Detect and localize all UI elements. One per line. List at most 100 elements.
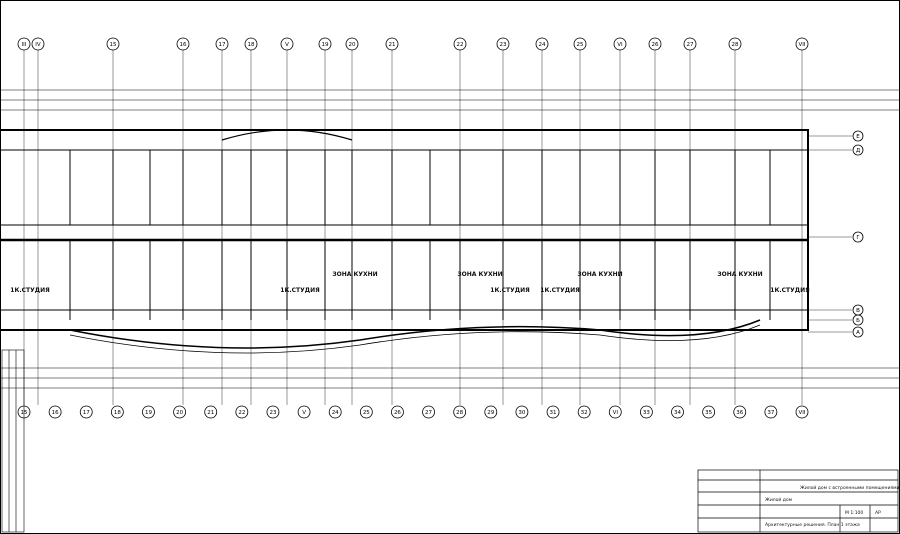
- axis-bubble: [683, 37, 697, 51]
- axis-bubble: [31, 37, 45, 51]
- top-dimensions: [0, 89, 900, 111]
- axis-label: 28: [456, 410, 463, 416]
- axis-label: VI: [613, 410, 619, 416]
- axis-label: 19: [145, 410, 152, 416]
- axis-bubble: [453, 37, 467, 51]
- axis-label: 25: [577, 42, 584, 48]
- axis-label: VI: [617, 42, 623, 48]
- axis-bubble: [671, 405, 684, 419]
- room-label: 1К.СТУДИЯ: [770, 287, 810, 294]
- axis-label: 22: [457, 42, 464, 48]
- axis-label: 27: [425, 410, 432, 416]
- axis-bubble: [79, 405, 93, 419]
- building-walls: [0, 129, 809, 331]
- room-label: ЗОНА КУХНИ: [577, 271, 622, 278]
- axis-grid-lines: [23, 50, 803, 405]
- row-label: Г: [856, 235, 860, 241]
- axis-bubble: [173, 405, 187, 419]
- axis-label: 24: [539, 42, 546, 48]
- axis-bubble: [48, 405, 62, 419]
- axis-label: 25: [363, 410, 370, 416]
- axis-label: 27: [687, 42, 694, 48]
- axis-label: 33: [643, 410, 650, 416]
- axis-label: 17: [83, 410, 90, 416]
- bottom-dimensions: [0, 367, 900, 389]
- title-line2: Жилой дом: [765, 496, 792, 503]
- room-label: ЗОНА КУХНИ: [717, 271, 762, 278]
- room-label: 1К.СТУДИЯ: [540, 287, 580, 294]
- axis-bubble: [385, 37, 399, 51]
- axis-bubble: [106, 37, 120, 51]
- axis-bubble: [648, 37, 662, 51]
- axis-label: 26: [394, 410, 401, 416]
- axis-label: 20: [176, 410, 183, 416]
- axis-bubble: [573, 37, 587, 51]
- axis-label: 18: [114, 410, 121, 416]
- axis-bubble: [359, 405, 373, 419]
- axis-label: VII: [798, 42, 805, 48]
- axis-label: 34: [674, 410, 681, 416]
- axis-bubble: [608, 405, 622, 419]
- axis-label: 35: [705, 410, 712, 416]
- row-bubble: [852, 326, 864, 338]
- axis-bubble: [795, 405, 809, 419]
- room-label: 1К.СТУДИЯ: [280, 287, 320, 294]
- axis-label: 16: [180, 42, 187, 48]
- axis-bubble: [318, 37, 332, 51]
- axis-label: 22: [238, 410, 245, 416]
- row-bubble: [852, 231, 864, 243]
- axis-bubble: [345, 37, 359, 51]
- axis-bubble: [297, 405, 311, 419]
- left-stamp: [1, 349, 25, 533]
- room-label: 1К.СТУДИЯ: [10, 287, 50, 294]
- axis-label: 31: [550, 410, 557, 416]
- interior-partitions: [69, 150, 771, 320]
- axis-label: 18: [248, 42, 255, 48]
- row-bubble: [852, 314, 864, 326]
- axis-label: VII: [798, 410, 805, 416]
- axis-bubble: [702, 405, 716, 419]
- axis-label: 17: [219, 42, 226, 48]
- row-label: А: [856, 330, 860, 336]
- row-bubble: [852, 144, 864, 156]
- title-block: [697, 469, 899, 533]
- axis-bubble: [795, 37, 809, 51]
- axis-bubble: [640, 405, 653, 419]
- axis-label: III: [22, 42, 27, 48]
- axis-bubble: [515, 405, 529, 419]
- axis-bubble: [764, 405, 778, 419]
- axis-label: 29: [487, 410, 494, 416]
- axis-label: IV: [35, 42, 41, 48]
- row-label: Д: [856, 148, 861, 154]
- room-label: ЗОНА КУХНИ: [457, 271, 502, 278]
- axis-bubble: [266, 405, 280, 419]
- axis-label: 37: [767, 410, 774, 416]
- row-label: Б: [856, 318, 860, 324]
- axis-label: V: [285, 42, 289, 48]
- title-line3: Архитектурные решения. План 1 этажа: [765, 522, 860, 528]
- axis-bubble: [484, 405, 498, 419]
- axis-label: 32: [581, 410, 588, 416]
- axis-bubble: [496, 37, 510, 51]
- axis-bubble: [577, 405, 591, 419]
- top-balcony-arc: [221, 129, 353, 141]
- row-label: E: [856, 134, 860, 140]
- axis-bubble: [453, 405, 467, 419]
- axis-label: 36: [736, 410, 743, 416]
- title-line1: Жилой дом с встроенными помещениями: [800, 484, 899, 491]
- axis-bubble: [215, 37, 229, 51]
- axis-bubble: [535, 37, 549, 51]
- axis-label: 21: [207, 410, 214, 416]
- axis-bubble: [328, 405, 342, 419]
- axis-label: 15: [110, 42, 117, 48]
- axis-bubble: [391, 405, 404, 419]
- axis-bubble: [235, 405, 249, 419]
- axis-bubble: [176, 37, 190, 51]
- axis-bubble: [204, 405, 218, 419]
- axis-bubble: [110, 405, 124, 419]
